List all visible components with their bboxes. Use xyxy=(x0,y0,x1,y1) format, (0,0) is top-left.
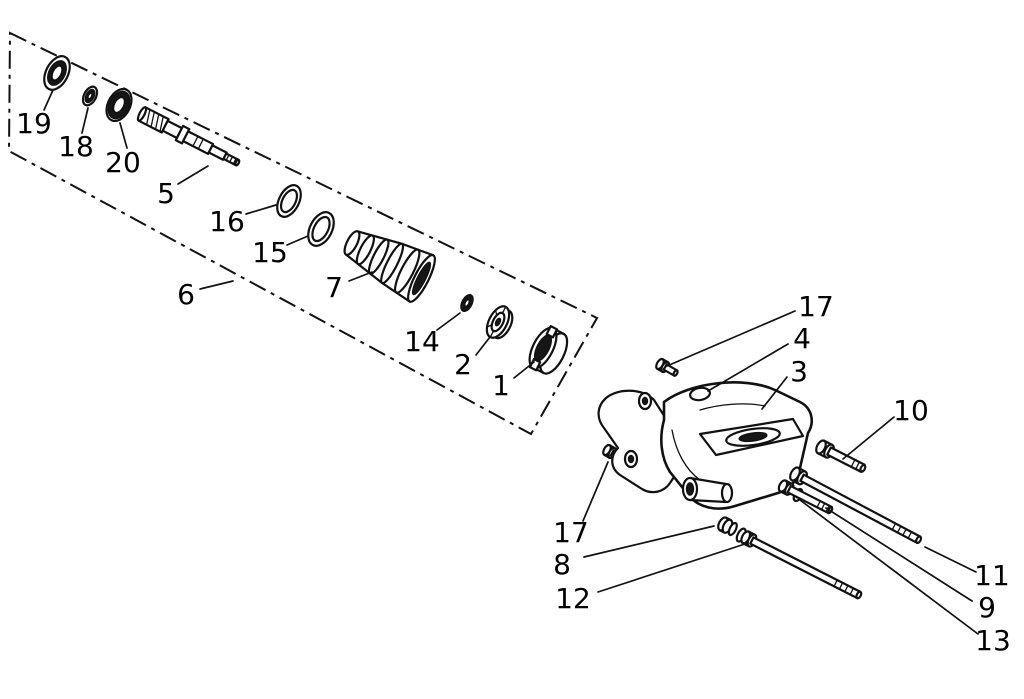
part-4-bracket xyxy=(597,389,682,494)
part-label-18: 18 xyxy=(58,130,94,163)
part-15-oring xyxy=(307,211,335,247)
part-label-16: 16 xyxy=(209,205,245,238)
part-label-20: 20 xyxy=(105,146,141,179)
part-11-bolt xyxy=(789,466,923,545)
part-label-13: 13 xyxy=(975,624,1011,657)
part-1-piston xyxy=(528,325,569,375)
part-label-17-top: 17 xyxy=(798,290,834,323)
leader-5 xyxy=(177,165,209,185)
leader-11 xyxy=(924,546,977,573)
part-label-19: 19 xyxy=(16,107,52,140)
part-label-14: 14 xyxy=(404,325,440,358)
leader-20 xyxy=(119,122,128,149)
part-12-bolt xyxy=(735,527,863,600)
leader-18 xyxy=(81,107,89,134)
part-3-caliper-body xyxy=(660,381,814,510)
part-label-9: 9 xyxy=(978,591,996,624)
leader-9 xyxy=(825,507,973,602)
part-label-10: 10 xyxy=(893,394,929,427)
part-16-oring xyxy=(276,184,302,218)
part-label-7: 7 xyxy=(325,271,343,304)
leader-17-left xyxy=(582,461,609,522)
leader-16 xyxy=(245,204,277,215)
part-label-2: 2 xyxy=(454,348,472,381)
part-label-4: 4 xyxy=(793,322,811,355)
leader-10 xyxy=(842,416,895,460)
part-label-15: 15 xyxy=(252,236,288,269)
part-label-12: 12 xyxy=(555,582,591,615)
leader-19 xyxy=(43,89,54,111)
leader-1 xyxy=(513,361,535,379)
leader-3 xyxy=(761,376,788,410)
part-19-seal xyxy=(43,55,71,91)
part-17-screw-top xyxy=(655,357,679,377)
leader-4 xyxy=(707,343,789,392)
leader-2 xyxy=(475,336,491,356)
leader-12 xyxy=(597,542,749,593)
part-5-shaft xyxy=(136,106,241,167)
leader-7 xyxy=(348,271,373,282)
leader-15 xyxy=(286,235,309,246)
part-20-bearing xyxy=(105,87,133,123)
leader-8 xyxy=(583,525,715,558)
part-14-washer xyxy=(460,293,474,313)
part-label-5: 5 xyxy=(157,177,175,210)
leader-13 xyxy=(799,499,979,635)
part-18-washer xyxy=(81,85,99,107)
part-2-cup-seal xyxy=(485,305,514,340)
leader-6 xyxy=(199,280,234,290)
part-8-nut xyxy=(717,516,738,537)
part-label-17-left: 17 xyxy=(553,516,589,549)
part-label-6: 6 xyxy=(177,278,195,311)
part-label-8: 8 xyxy=(553,548,571,581)
part-label-1: 1 xyxy=(492,369,510,402)
part-7-boot xyxy=(343,230,436,303)
part-label-3: 3 xyxy=(790,355,808,388)
phantom-boundary-line xyxy=(7,31,599,436)
leader-17-top xyxy=(666,310,796,367)
part-label-11: 11 xyxy=(974,559,1010,592)
part-10-bolt xyxy=(815,439,867,474)
leader-14 xyxy=(436,312,461,331)
